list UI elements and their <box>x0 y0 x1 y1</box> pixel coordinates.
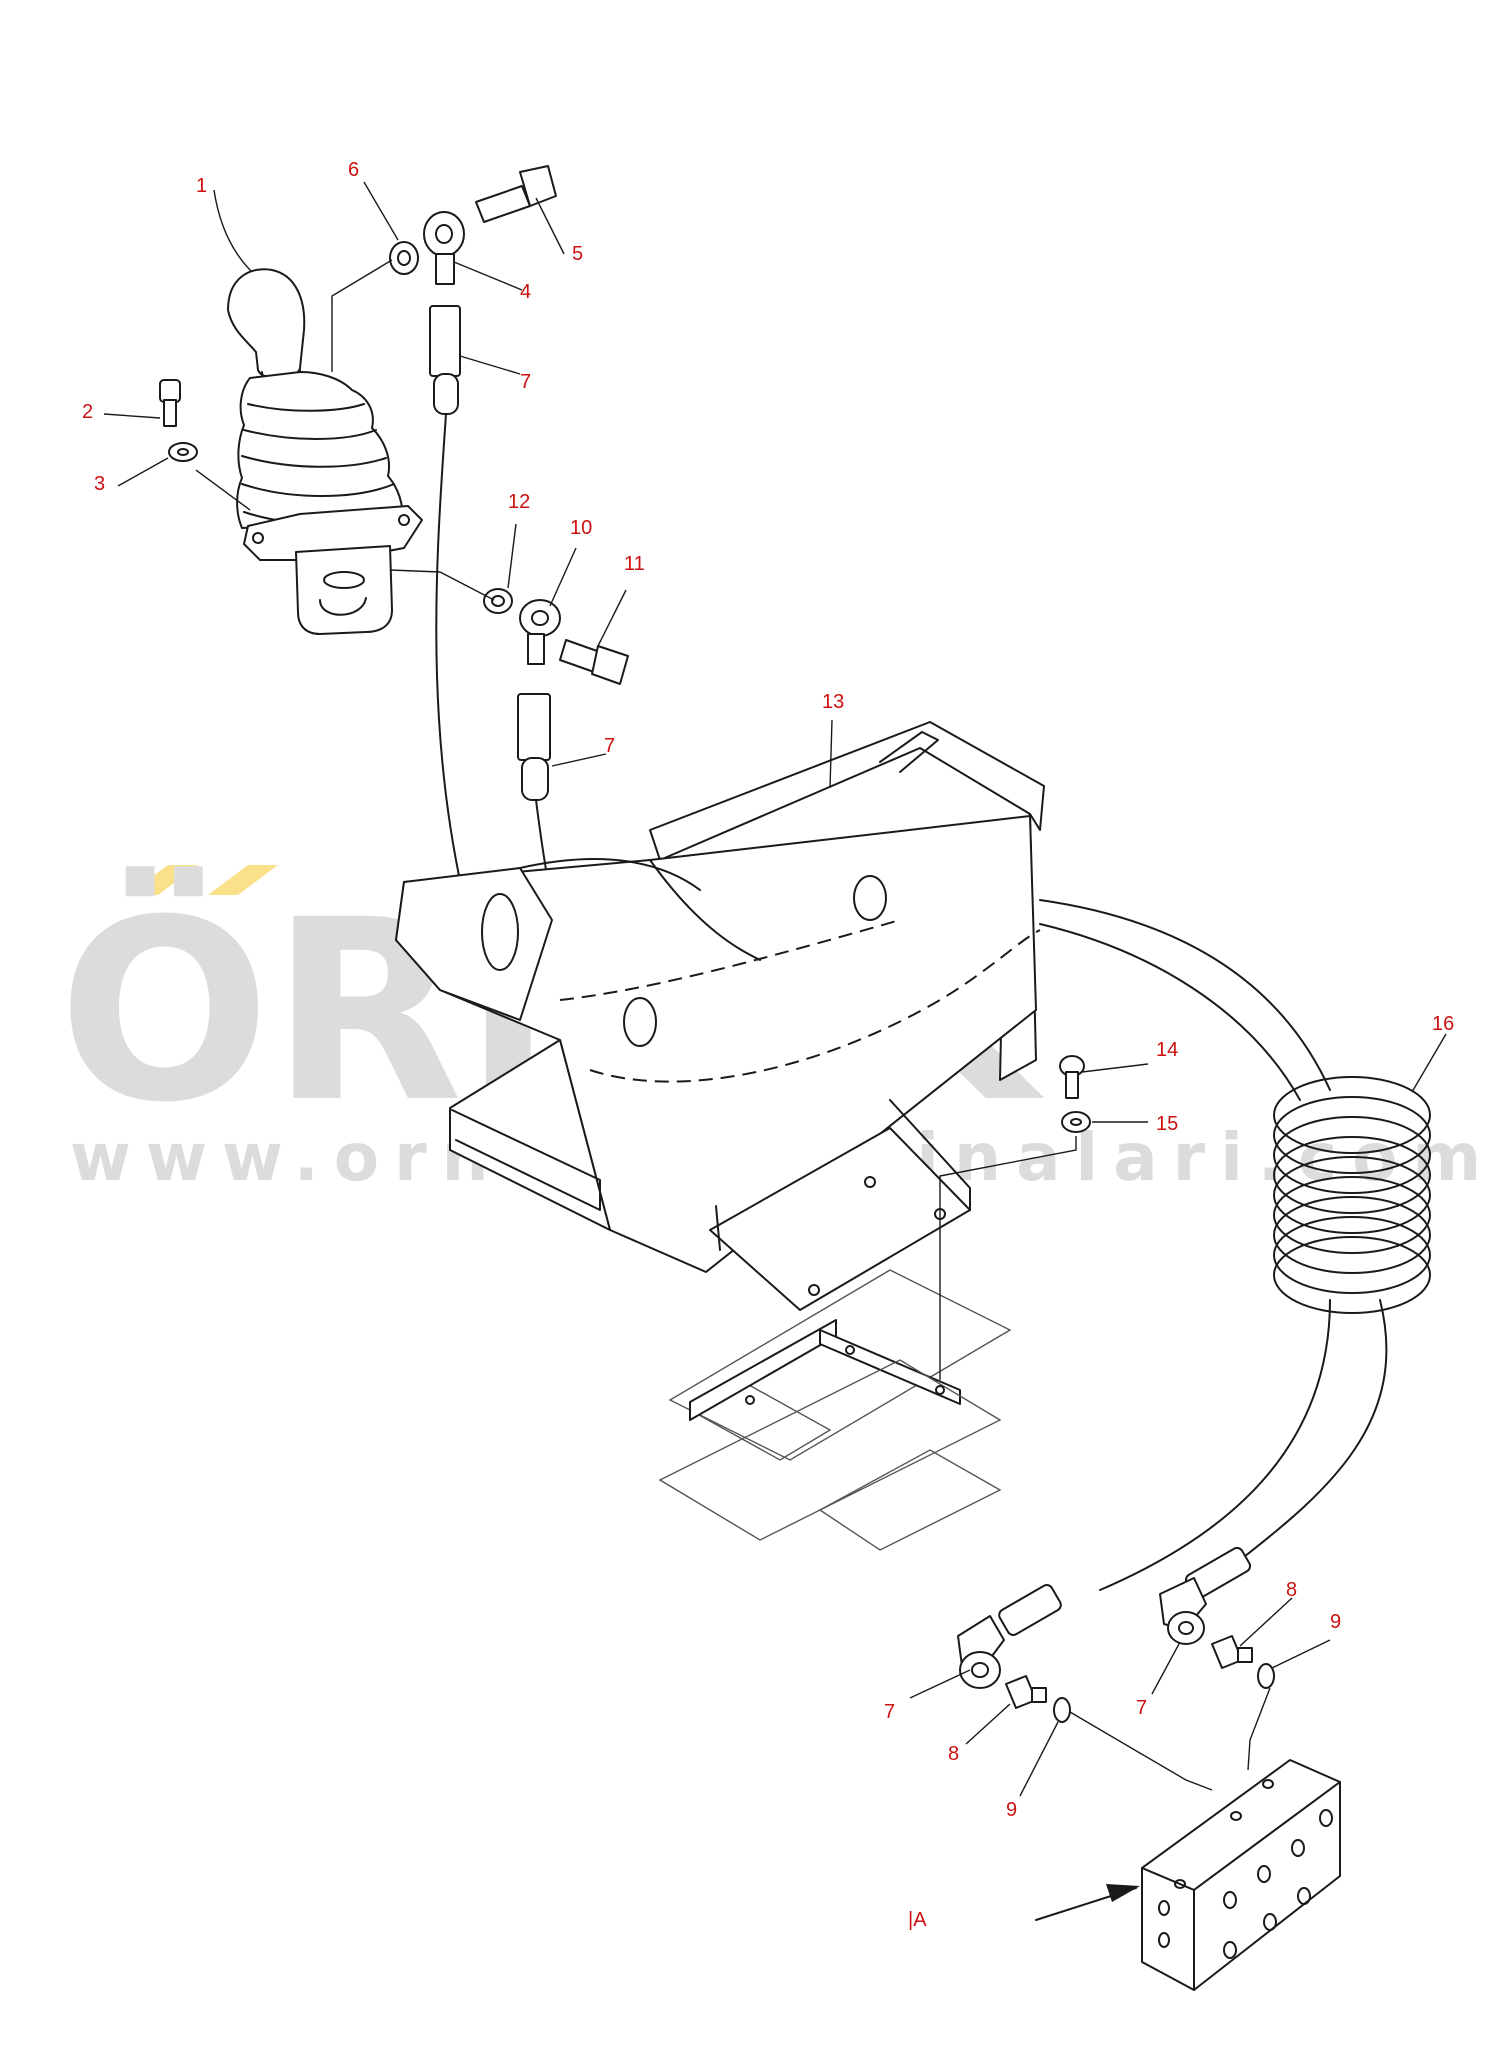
elbow-fitting-left <box>957 1584 1062 1689</box>
callout-14: 14 <box>1156 1039 1178 1061</box>
bolt-14 <box>1059 1055 1085 1099</box>
callout-2: 2 <box>82 401 93 423</box>
callout-9-left: 9 <box>1006 1799 1017 1821</box>
callout-10: 10 <box>570 517 592 539</box>
callout-8-right: 8 <box>1286 1579 1297 1601</box>
watermark-accent-right <box>208 865 278 895</box>
callout-7-lower: 7 <box>604 735 615 757</box>
callout-7-left: 7 <box>884 1701 895 1723</box>
callout-6: 6 <box>348 159 359 181</box>
callout-12: 12 <box>508 491 530 513</box>
banjo-bolt-11 <box>559 639 629 685</box>
callout-9-right: 9 <box>1330 1611 1341 1633</box>
washer-15 <box>1061 1111 1091 1133</box>
valve-block <box>1141 1759 1341 1991</box>
hose-end-7-upper <box>429 305 461 415</box>
callout-16: 16 <box>1432 1013 1454 1035</box>
hose-end-7-lower <box>517 693 551 801</box>
washer-3 <box>168 442 198 462</box>
callout-5: 5 <box>572 243 583 265</box>
view-arrow-a <box>1035 1884 1140 1921</box>
view-label: |A <box>908 1909 927 1931</box>
callout-8-left: 8 <box>948 1743 959 1765</box>
adapter-8-right <box>1211 1635 1253 1669</box>
hose-route-dashed <box>589 929 1041 1083</box>
callout-7-upper: 7 <box>520 371 531 393</box>
valve-block-ports <box>1158 1779 1333 1959</box>
callout-11: 11 <box>624 553 645 575</box>
callout-3: 3 <box>94 473 105 495</box>
callout-15: 15 <box>1156 1113 1178 1135</box>
floor-mount-plates <box>658 1269 1012 1551</box>
callout-4: 4 <box>520 281 531 303</box>
console-bracket <box>395 721 1045 1311</box>
bolt-2 <box>159 379 181 427</box>
o-ring-9-right <box>1257 1663 1275 1689</box>
banjo-bolt-5 <box>475 165 557 223</box>
watermark-accent-left <box>128 865 198 895</box>
callouts: 1 2 3 4 5 6 7 7 7 7 8 8 9 9 10 11 12 13 … <box>82 159 1454 1821</box>
callout-7-right: 7 <box>1136 1697 1147 1719</box>
callout-1: 1 <box>196 175 207 197</box>
joystick-handle <box>227 268 306 379</box>
banjo-fitting-4 <box>423 211 465 285</box>
elbow-fitting-right <box>1159 1546 1252 1645</box>
joystick-valve-body <box>295 545 393 635</box>
banjo-fitting-10 <box>519 599 561 665</box>
joystick-boot <box>236 371 404 529</box>
washer-6 <box>389 241 419 275</box>
adapter-8-left <box>1005 1675 1047 1709</box>
o-ring-9-left <box>1053 1697 1071 1723</box>
joystick-assembly <box>227 268 423 635</box>
washer-12 <box>483 588 513 614</box>
leader-lines <box>103 181 1447 1797</box>
hose-coil <box>1039 899 1431 1591</box>
callout-13: 13 <box>822 691 844 713</box>
